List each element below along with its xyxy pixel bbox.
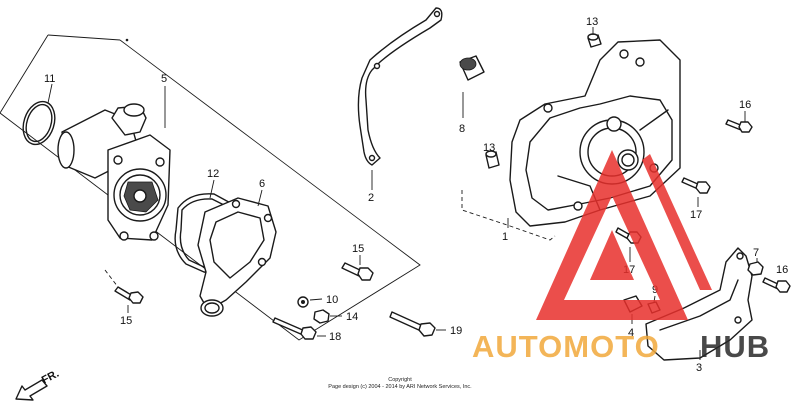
- bushing: [459, 55, 485, 81]
- front-direction-label: FR.: [40, 368, 61, 387]
- marker-dot: [125, 38, 129, 42]
- water-pump-body: [57, 103, 171, 241]
- cover-gasket-strip: [357, 7, 443, 166]
- nut-7: [747, 261, 764, 276]
- leader-6: [257, 189, 263, 207]
- front-direction-arrow-icon: [15, 379, 48, 401]
- callout-17-upper: 17: [690, 209, 702, 221]
- pump-group-outline-top: [47, 34, 121, 41]
- bolt-16-lower: [762, 277, 791, 293]
- watermark-logo: AUTOMOTO HUB: [472, 150, 770, 364]
- nut-14: [313, 309, 330, 324]
- dash-15-left: [104, 269, 119, 288]
- bolt-16-upper: [725, 119, 753, 133]
- callout-16-upper: 16: [739, 99, 751, 111]
- callout-14: 14: [346, 311, 358, 323]
- watermark-text-hub: HUB: [700, 329, 770, 364]
- callout-4: 4: [628, 327, 634, 339]
- watermark-triangle-right-icon: [642, 154, 712, 290]
- leader-10: [309, 298, 323, 301]
- copyright-title: Copyright: [388, 377, 412, 383]
- callout-9: 9: [652, 284, 658, 296]
- washer: [297, 296, 309, 308]
- watermark-triangle-icon: [536, 150, 688, 320]
- bolt-15-left: [114, 286, 144, 304]
- callout-5: 5: [161, 73, 167, 85]
- callout-15-right: 15: [352, 243, 364, 255]
- callout-13-lower: 13: [483, 142, 495, 154]
- copyright-notice: Page design (c) 2004 - 2014 by ARI Netwo…: [328, 384, 472, 390]
- crankcase-cover: [509, 39, 681, 227]
- callout-1: 1: [502, 231, 508, 243]
- bolt-17-upper: [681, 177, 711, 194]
- callout-16-lower: 16: [776, 264, 788, 276]
- callout-15-left: 15: [120, 315, 132, 327]
- callout-13-upper: 13: [586, 16, 598, 28]
- cover-group-outline: [461, 190, 556, 241]
- bolt-19: [389, 311, 436, 337]
- leader-12: [209, 179, 215, 199]
- callout-7: 7: [753, 247, 759, 259]
- bolt-15-right: [341, 262, 374, 281]
- callout-10: 10: [326, 294, 338, 306]
- water-pump-cover: [197, 197, 277, 317]
- callout-11: 11: [44, 73, 55, 85]
- callout-18: 18: [329, 331, 341, 343]
- watermark-triangle-inner-icon: [590, 230, 634, 280]
- pump-group-outline: [0, 34, 421, 341]
- callout-19: 19: [450, 325, 462, 337]
- bracket-plate: [645, 247, 753, 361]
- callout-3: 3: [696, 362, 702, 374]
- callout-8: 8: [459, 123, 465, 135]
- callout-2: 2: [368, 192, 374, 204]
- leader-11: [47, 83, 53, 104]
- o-ring: [22, 100, 56, 146]
- callout-12: 12: [207, 168, 219, 180]
- dowel-pin-upper: [587, 33, 602, 48]
- bolt-18: [272, 317, 317, 340]
- watermark-text-automoto: AUTOMOTO: [472, 329, 660, 364]
- dowel-pin-lower: [485, 150, 500, 169]
- callout-6: 6: [259, 178, 265, 190]
